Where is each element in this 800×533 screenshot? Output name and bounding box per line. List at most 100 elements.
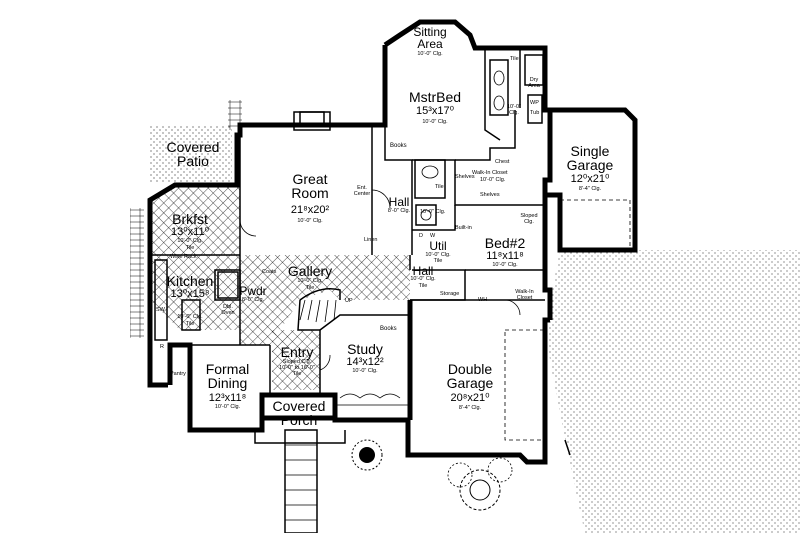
sloped-clg-text2: Clg. <box>524 218 534 225</box>
bed2-closet-text: Walk-In <box>515 289 534 295</box>
front-walkway <box>254 393 409 533</box>
storage-note: Storage <box>440 291 460 297</box>
kitchen-ceiling: 10'-0" Clg. <box>177 314 203 320</box>
single-garage-name: Single <box>570 143 610 159</box>
coats-note: Coats <box>262 269 277 275</box>
sink-note: SW <box>156 307 165 313</box>
garage-parking-outline <box>504 329 546 441</box>
double-oven-text: Dbl. <box>223 304 233 310</box>
sitting-area-name2: Area <box>417 37 443 51</box>
interior-walls <box>150 48 545 395</box>
double-oven-note: Dbl.Oven <box>220 304 236 316</box>
single-garage-dim: 12⁰x21⁰ <box>570 173 610 185</box>
entry-ceiling: Sloped Clg. <box>282 359 312 365</box>
kitchen-dim: 13⁰x15⁸ <box>170 288 210 300</box>
books-note: Books <box>390 143 407 149</box>
study-dim: 14³x12² <box>346 356 384 368</box>
sloped-clg-text: Sloped <box>520 213 538 219</box>
pantry-note: Pantry <box>170 371 186 377</box>
master-bath-ceiling: 10'-0"Clg. <box>505 104 523 116</box>
sitting-area-ceiling: 10'-0" Clg. <box>417 51 443 57</box>
breakfast-name: Brkfst <box>172 211 208 227</box>
single-garage-name2: Garage <box>566 157 614 173</box>
bed2-ceiling: 10'-0" Clg. <box>492 262 518 268</box>
hall-bath-tile-note: Tile <box>435 184 444 190</box>
covered-patio-name2: Patio <box>177 153 209 169</box>
sitting-area-name: Sitting <box>413 25 447 39</box>
breakfast-ceiling: 10'-0" Clg. <box>177 238 203 244</box>
gallery-ceiling: 10'-0" Clg. <box>297 278 323 284</box>
covered-porch-name: Covered <box>272 398 326 414</box>
hall2-tile: Tile <box>418 283 428 289</box>
great-room-dim: 21⁸x20² <box>290 204 330 216</box>
tub-note: Tub <box>530 110 540 116</box>
shrubs <box>351 439 513 511</box>
formal-dining-name: Formal <box>205 361 250 377</box>
formal-dining-ceiling: 10'-0" Clg. <box>214 404 241 410</box>
bed2-dim: 11⁸x11⁸ <box>486 250 524 262</box>
chest-note: Chest <box>495 159 510 165</box>
great-room-name: Great <box>292 171 328 187</box>
master-bed-dim: 15³x17⁰ <box>415 105 455 117</box>
covered-patio-name: Covered <box>166 139 220 155</box>
single-garage-ceiling: 8'-4" Clg. <box>578 186 602 192</box>
doors <box>239 189 521 371</box>
hall-name: Hall <box>388 195 410 209</box>
study-name: Study <box>347 341 383 357</box>
hall2-ceiling: 10'-0" Clg. <box>410 276 436 282</box>
double-oven-text2: Oven <box>221 309 235 316</box>
double-garage-name: Double <box>447 361 493 377</box>
master-bath-ceiling-text: 10'-0" <box>506 104 521 110</box>
utility-ceiling: 10'-0" Clg. <box>425 252 451 258</box>
linen-note: Linen <box>364 237 378 243</box>
entry-ceiling2: 10'-0" to 16'-0" <box>279 365 315 371</box>
double-garage-dim: 20⁸x21⁰ <box>450 392 490 404</box>
stairs <box>297 288 341 331</box>
great-room-name2: Room <box>291 185 329 201</box>
landscape-area <box>545 250 800 533</box>
books-note-study: Books <box>380 326 397 332</box>
kitchen-tile: Tile <box>185 321 195 327</box>
hall-ceiling: 8'-0" Clg. <box>387 208 411 214</box>
powder-name: Pwdr <box>239 284 267 298</box>
hall2-name: Hall <box>412 264 434 278</box>
exterior-walls <box>147 19 638 465</box>
walkin-closet-note: Walk-In Closet <box>472 170 508 176</box>
double-garage-name2: Garage <box>446 375 494 391</box>
kitchen-name: Kitchen <box>166 273 214 289</box>
master-bed-name: MstrBed <box>408 89 462 105</box>
gallery-name: Gallery <box>287 263 333 279</box>
covered-porch-name2: Porch <box>280 412 318 428</box>
shelves-note: Shelves <box>455 174 475 180</box>
wp-note: WP <box>530 100 539 106</box>
master-bed-ceiling: 10'-0" Clg. <box>422 119 448 125</box>
shelves-note-2: Shelves <box>480 192 500 198</box>
great-room-ceiling: 10'-0" Clg. <box>297 218 323 224</box>
wine-rack-note: Wine Rack <box>170 254 197 260</box>
washer-note: W <box>430 233 436 239</box>
fireplace <box>293 111 331 131</box>
bed2-closet-text2: Closet <box>516 294 533 301</box>
breakfast-tile: Tile <box>185 245 195 251</box>
utility-name: Util <box>429 239 447 253</box>
utility-tile: Tile <box>433 258 443 264</box>
bath-tile-note: Tile <box>510 56 519 62</box>
kitchen-counters <box>154 259 239 341</box>
powder-ceiling: 8'-0" Clg. <box>241 297 265 303</box>
double-garage-ceiling: 8'-4" Clg. <box>458 405 482 411</box>
formal-dining-dim: 12³x11⁸ <box>208 392 247 404</box>
breakfast-dim: 13⁰x11⁰ <box>171 226 209 238</box>
formal-dining-name2: Dining <box>207 375 248 391</box>
ent-center-text2: Center <box>353 190 371 197</box>
built-in-note: Built-in <box>455 225 472 231</box>
